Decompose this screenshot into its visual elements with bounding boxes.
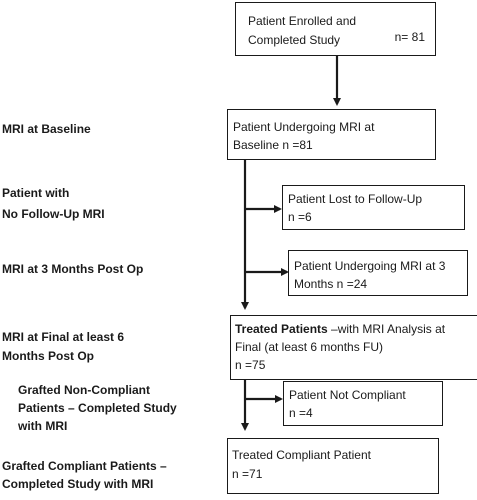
box-lost-line2: n =6 bbox=[288, 210, 312, 224]
label-mri-3-months-text: MRI at 3 Months Post Op bbox=[2, 262, 144, 276]
label-non-compliant: Grafted Non-Compliant Patients – Complet… bbox=[18, 381, 177, 435]
box-treated-line1-rest: –with MRI Analysis at bbox=[327, 322, 446, 336]
box-three-months: Patient Undergoing MRI at 3 Months n =24 bbox=[288, 250, 468, 296]
box-baseline-line2: Baseline n =81 bbox=[233, 138, 313, 152]
label-no-followup-line2: No Follow-Up MRI bbox=[2, 207, 105, 221]
box-treated-bold: Treated Patients bbox=[235, 322, 328, 336]
box-compliant: Treated Compliant Patient n =71 bbox=[227, 438, 439, 494]
box-enrolled-count: n= 81 bbox=[394, 30, 425, 44]
box-treated-line1: Treated Patients –with MRI Analysis at bbox=[235, 320, 477, 338]
label-non-compliant-line3: with MRI bbox=[18, 419, 68, 433]
label-mri-final: MRI at Final at least 6 Months Post Op bbox=[2, 328, 124, 366]
box-not-compliant: Patient Not Compliant n =4 bbox=[283, 381, 443, 426]
box-compliant-line2: n =71 bbox=[232, 467, 263, 481]
box-three-months-line1: Patient Undergoing MRI at 3 bbox=[294, 259, 446, 273]
label-mri-final-line1: MRI at Final at least 6 bbox=[2, 330, 125, 344]
label-no-followup-line1: Patient with bbox=[2, 186, 70, 200]
label-no-followup: Patient with No Follow-Up MRI bbox=[2, 183, 105, 225]
box-not-compliant-line1: Patient Not Compliant bbox=[289, 388, 406, 402]
label-mri-3-months: MRI at 3 Months Post Op bbox=[2, 261, 143, 278]
label-mri-baseline: MRI at Baseline bbox=[2, 121, 91, 138]
label-compliant: Grafted Compliant Patients – Completed S… bbox=[2, 457, 167, 493]
box-enrolled-line2: Completed Study n= 81 bbox=[248, 30, 425, 50]
label-non-compliant-line2: Patients – Completed Study bbox=[18, 401, 177, 415]
box-lost-line1: Patient Lost to Follow-Up bbox=[288, 192, 423, 206]
box-baseline-line1: Patient Undergoing MRI at bbox=[233, 120, 375, 134]
label-compliant-line1: Grafted Compliant Patients – bbox=[2, 459, 167, 473]
label-compliant-line2: Completed Study with MRI bbox=[2, 477, 154, 491]
box-enrolled-line1: Patient Enrolled and bbox=[248, 14, 357, 28]
box-treated-line3: n =75 bbox=[235, 358, 266, 372]
label-mri-final-line2: Months Post Op bbox=[2, 349, 94, 363]
box-lost-to-followup: Patient Lost to Follow-Up n =6 bbox=[282, 185, 465, 230]
box-treated: Treated Patients –with MRI Analysis at F… bbox=[230, 315, 477, 380]
box-not-compliant-line2: n =4 bbox=[289, 406, 313, 420]
box-treated-line2: Final (at least 6 months FU) bbox=[235, 340, 384, 354]
box-enrolled: Patient Enrolled and Completed Study n= … bbox=[235, 2, 436, 56]
box-enrolled-line2-text: Completed Study bbox=[248, 33, 341, 47]
box-three-months-line2: Months n =24 bbox=[294, 277, 368, 291]
label-non-compliant-line1: Grafted Non-Compliant bbox=[18, 383, 150, 397]
box-compliant-line1: Treated Compliant Patient bbox=[232, 448, 371, 462]
label-mri-baseline-text: MRI at Baseline bbox=[2, 122, 91, 136]
box-baseline: Patient Undergoing MRI at Baseline n =81 bbox=[227, 109, 436, 160]
